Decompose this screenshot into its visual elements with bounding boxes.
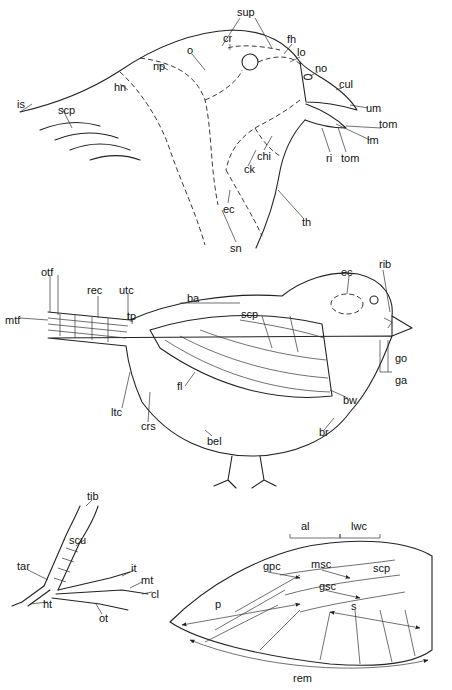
part-label: rec — [86, 284, 103, 296]
part-label: utc — [118, 284, 135, 296]
part-label: s — [350, 600, 358, 612]
part-label: mt — [140, 574, 154, 586]
part-label: gsc — [318, 580, 337, 592]
part-label: tom — [378, 118, 398, 130]
part-label: rem — [292, 672, 313, 684]
part-label: scp — [372, 562, 391, 574]
part-label: is — [16, 98, 26, 110]
part-label: cl — [150, 588, 160, 600]
part-label: ba — [186, 292, 200, 304]
foot-drawing — [12, 500, 152, 614]
part-label: msc — [310, 558, 332, 570]
part-label: scp — [240, 308, 259, 320]
part-label: cr — [222, 32, 233, 44]
part-label: scu — [68, 534, 87, 546]
part-label: tar — [16, 560, 31, 572]
part-label: lwc — [350, 520, 368, 532]
part-label: sn — [229, 242, 243, 254]
part-label: ot — [98, 612, 109, 624]
part-label: lo — [296, 46, 307, 58]
part-label: ri — [325, 152, 333, 164]
part-label: ga — [394, 374, 408, 386]
part-label: bel — [206, 435, 223, 447]
part-label: ec — [340, 266, 354, 278]
part-label: fl — [176, 380, 184, 392]
part-label: al — [300, 520, 311, 532]
part-label: ec — [222, 203, 236, 215]
part-label: th — [301, 216, 312, 228]
part-label: rib — [378, 258, 392, 270]
part-label: cul — [338, 78, 354, 90]
part-label: mtf — [4, 314, 21, 326]
part-label: o — [186, 44, 194, 56]
part-label: tp — [126, 310, 137, 322]
part-label: ltc — [110, 406, 123, 418]
part-label: tib — [86, 490, 100, 502]
part-label: fh — [286, 33, 297, 45]
part-label: br — [318, 426, 330, 438]
part-label: lm — [366, 134, 380, 146]
part-label: ht — [42, 598, 53, 610]
part-label: no — [314, 62, 328, 74]
part-label: bw — [342, 394, 358, 406]
part-label: crs — [140, 420, 157, 432]
part-label: tom — [340, 152, 360, 164]
part-label: gpc — [262, 560, 282, 572]
part-label: hn — [113, 81, 127, 93]
part-label: otf — [40, 266, 54, 278]
part-label: sup — [236, 6, 256, 18]
part-label: chi — [256, 150, 272, 162]
wing-drawing — [170, 534, 432, 668]
part-label: scp — [57, 104, 76, 116]
body-drawing — [20, 270, 412, 488]
head-drawing — [20, 18, 381, 248]
part-label: ck — [243, 163, 256, 175]
part-label: it — [130, 562, 138, 574]
part-label: go — [394, 352, 408, 364]
part-label: p — [214, 598, 222, 610]
part-label: np — [152, 60, 166, 72]
part-label: um — [365, 102, 382, 114]
